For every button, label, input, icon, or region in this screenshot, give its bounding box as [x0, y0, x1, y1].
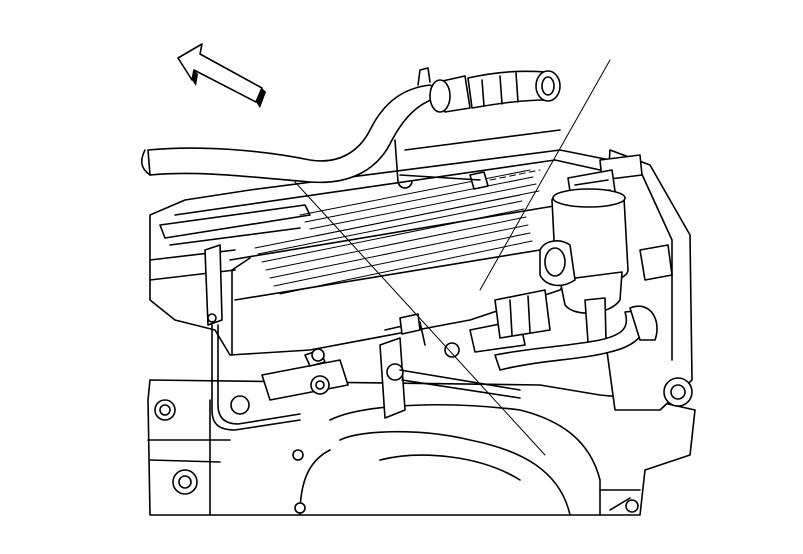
engine-block [147, 379, 696, 516]
direction-arrow-icon [177, 43, 266, 108]
cover-bracket [394, 129, 561, 190]
leader-lines [294, 59, 611, 456]
air-valve-assembly [494, 149, 693, 411]
center-bracket [311, 289, 551, 419]
left-bracket [204, 244, 349, 431]
upper-hose [140, 67, 561, 184]
